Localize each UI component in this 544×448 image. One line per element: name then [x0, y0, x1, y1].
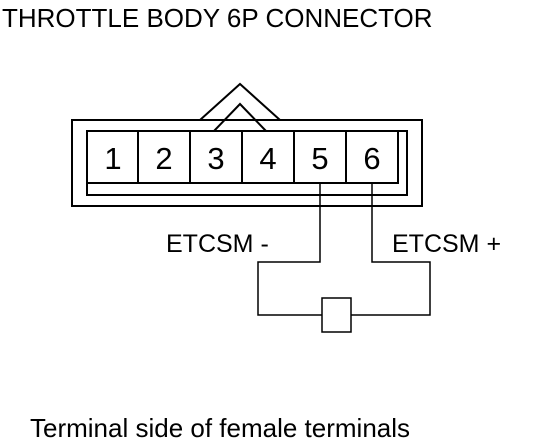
- etcsm-negative-label: ETCSM -: [166, 230, 269, 258]
- motor-symbol: [321, 297, 352, 333]
- pin-numbers: 1 2 3 4 5 6: [104, 141, 380, 176]
- wire-etcsm-negative: [257, 183, 322, 316]
- pin-number: 5: [311, 141, 328, 176]
- wire-etcsm-positive: [351, 183, 431, 316]
- pin-number: 6: [363, 141, 380, 176]
- pin-number: 3: [207, 141, 224, 176]
- locking-tab: [199, 82, 281, 121]
- etcsm-positive-label: ETCSM +: [392, 230, 501, 258]
- pin-number: 4: [259, 141, 276, 176]
- pin-number: 2: [155, 141, 172, 176]
- wiring: [257, 183, 431, 333]
- pin-cavities: [86, 130, 399, 184]
- diagram-title: THROTTLE BODY 6P CONNECTOR: [2, 3, 433, 33]
- pin-number: 1: [104, 141, 121, 176]
- diagram-caption: Terminal side of female terminals: [30, 413, 410, 443]
